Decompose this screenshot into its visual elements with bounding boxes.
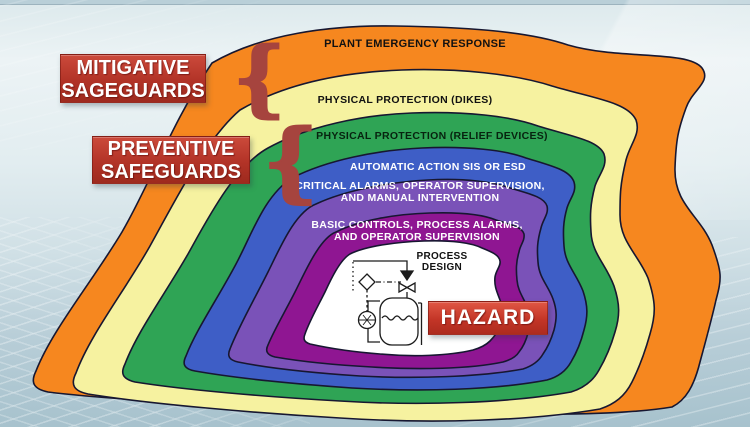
liquid-level-line: [381, 315, 419, 321]
gauge-detail: [359, 314, 375, 326]
valve-icon: [398, 281, 416, 294]
mitigative-safeguards-label-box: MITIGATIVE SAGEGUARDS: [60, 54, 206, 103]
curly-brace-mitigative-icon: {: [232, 30, 287, 126]
layer-label-basic-controls: BASIC CONTROLS, PROCESS ALARMS, AND OPER…: [311, 219, 523, 243]
layer-label-process-design: PROCESS DESIGN: [416, 251, 468, 273]
pipe-top-line: [353, 260, 408, 271]
hazard-label-box: HAZARD: [428, 301, 548, 335]
layer-label-plant-emergency: PLANT EMERGENCY RESPONSE: [324, 38, 506, 50]
process-diagram: [352, 260, 423, 346]
top-edge-strip: [0, 0, 750, 5]
preventive-safeguards-label-box: PREVENTIVE SAFEGUARDS: [92, 136, 250, 184]
vessel-icon: [379, 297, 419, 346]
curly-brace-preventive-icon: {: [262, 111, 319, 212]
pipe-right-line: [418, 302, 423, 345]
layer-label-critical-alarms: CRITICAL ALARMS, OPERATOR SUPERVISION, A…: [295, 180, 545, 204]
layer-label-sis-esd: AUTOMATIC ACTION SIS OR ESD: [350, 161, 526, 173]
layer-label-relief-devices: PHYSICAL PROTECTION (RELIEF DEVICES): [316, 130, 548, 142]
layer-label-dikes: PHYSICAL PROTECTION (DIKES): [317, 94, 493, 106]
valve-actuator-icon: [399, 270, 415, 282]
